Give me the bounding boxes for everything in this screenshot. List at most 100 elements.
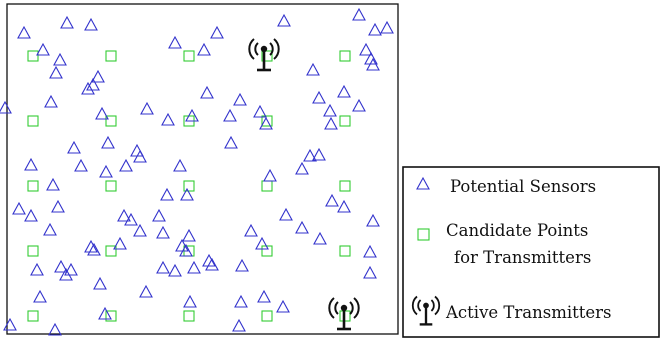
- sensor-field-frame: [6, 3, 399, 335]
- potential-sensor-marker: [257, 289, 271, 303]
- potential-sensor-marker: [179, 243, 193, 257]
- potential-sensor-marker: [36, 42, 50, 56]
- potential-sensor-marker: [313, 231, 327, 245]
- potential-sensor-marker: [54, 259, 68, 273]
- potential-sensor-marker: [180, 187, 194, 201]
- potential-sensor-marker: [187, 260, 201, 274]
- candidate-point-marker: [27, 50, 39, 62]
- candidate-point-marker: [105, 245, 117, 257]
- potential-sensor-marker: [200, 85, 214, 99]
- potential-sensor-marker: [205, 257, 219, 271]
- potential-sensor-marker: [49, 65, 63, 79]
- legend: Potential Sensors Candidate Points for T…: [402, 166, 660, 338]
- potential-sensors-layer: [0, 7, 394, 336]
- legend-candidates-label-line2: for Transmitters: [454, 248, 591, 267]
- candidate-point-marker: [339, 50, 351, 62]
- potential-sensor-marker: [74, 158, 88, 172]
- potential-sensor-marker: [183, 294, 197, 308]
- potential-sensor-marker: [197, 42, 211, 56]
- potential-sensor-marker: [64, 262, 78, 276]
- potential-sensor-marker: [152, 208, 166, 222]
- potential-sensor-marker: [337, 199, 351, 213]
- candidate-point-marker: [27, 245, 39, 257]
- potential-sensor-marker: [279, 207, 293, 221]
- legend-candidate-icon: [417, 228, 430, 241]
- potential-sensor-marker: [173, 158, 187, 172]
- potential-sensor-marker: [24, 208, 38, 222]
- potential-sensor-marker: [59, 267, 73, 281]
- potential-sensor-marker: [352, 98, 366, 112]
- potential-sensor-marker: [235, 258, 249, 272]
- potential-sensor-marker: [359, 42, 373, 56]
- candidate-point-marker: [183, 180, 195, 192]
- potential-sensor-marker: [303, 148, 317, 162]
- candidate-point-marker: [183, 310, 195, 322]
- potential-sensor-marker: [337, 84, 351, 98]
- potential-sensor-marker: [156, 260, 170, 274]
- legend-sensors-label: Potential Sensors: [450, 177, 596, 196]
- potential-sensor-marker: [224, 135, 238, 149]
- potential-sensor-marker: [3, 317, 17, 331]
- potential-sensor-marker: [325, 193, 339, 207]
- candidate-point-marker: [261, 50, 273, 62]
- potential-sensor-marker: [95, 106, 109, 120]
- potential-sensor-marker: [60, 15, 74, 29]
- potential-sensor-marker: [81, 81, 95, 95]
- candidate-point-marker: [27, 180, 39, 192]
- potential-sensor-marker: [44, 94, 58, 108]
- potential-sensor-marker: [46, 177, 60, 191]
- candidate-point-marker: [27, 310, 39, 322]
- candidate-point-marker: [105, 115, 117, 127]
- potential-sensor-marker: [323, 103, 337, 117]
- potential-sensor-marker: [160, 187, 174, 201]
- potential-sensor-marker: [33, 289, 47, 303]
- candidate-point-marker: [261, 180, 273, 192]
- potential-sensor-marker: [133, 149, 147, 163]
- potential-sensor-marker: [233, 92, 247, 106]
- active-transmitter-icon: [328, 296, 360, 331]
- active-transmitter-icon: [248, 37, 280, 72]
- candidate-point-marker: [261, 310, 273, 322]
- potential-sensor-marker: [244, 223, 258, 237]
- potential-sensor-marker: [312, 147, 326, 161]
- potential-sensor-marker: [232, 318, 246, 332]
- potential-sensor-marker: [182, 228, 196, 242]
- potential-sensor-marker: [17, 25, 31, 39]
- potential-sensor-marker: [253, 104, 267, 118]
- candidate-point-marker: [339, 180, 351, 192]
- potential-sensor-marker: [51, 199, 65, 213]
- candidate-point-marker: [261, 115, 273, 127]
- candidate-point-marker: [339, 115, 351, 127]
- potential-sensor-marker: [133, 223, 147, 237]
- candidate-point-marker: [105, 310, 117, 322]
- potential-sensor-marker: [366, 213, 380, 227]
- potential-sensor-marker: [368, 22, 382, 36]
- potential-sensor-marker: [30, 262, 44, 276]
- potential-sensor-marker: [366, 57, 380, 71]
- potential-sensor-marker: [306, 62, 320, 76]
- potential-sensor-marker: [175, 238, 189, 252]
- potential-sensor-marker: [295, 220, 309, 234]
- candidate-point-marker: [183, 50, 195, 62]
- potential-sensor-marker: [259, 116, 273, 130]
- potential-sensor-marker: [312, 90, 326, 104]
- potential-sensor-marker: [255, 236, 269, 250]
- potential-sensor-marker: [101, 135, 115, 149]
- potential-sensor-marker: [139, 284, 153, 298]
- potential-sensor-marker: [93, 276, 107, 290]
- potential-sensor-marker: [140, 101, 154, 115]
- potential-sensor-marker: [24, 157, 38, 171]
- potential-sensor-marker: [67, 140, 81, 154]
- potential-sensor-marker: [98, 306, 112, 320]
- candidate-point-marker: [27, 115, 39, 127]
- candidate-point-marker: [261, 245, 273, 257]
- potential-sensor-marker: [48, 322, 62, 336]
- potential-sensor-marker: [113, 236, 127, 250]
- legend-transmitters-label: Active Transmitters: [445, 303, 612, 322]
- potential-sensor-marker: [363, 265, 377, 279]
- potential-sensor-marker: [91, 69, 105, 83]
- potential-sensor-marker: [117, 208, 131, 222]
- candidate-points-layer: [27, 50, 351, 322]
- potential-sensor-marker: [156, 225, 170, 239]
- potential-sensor-marker: [161, 112, 175, 126]
